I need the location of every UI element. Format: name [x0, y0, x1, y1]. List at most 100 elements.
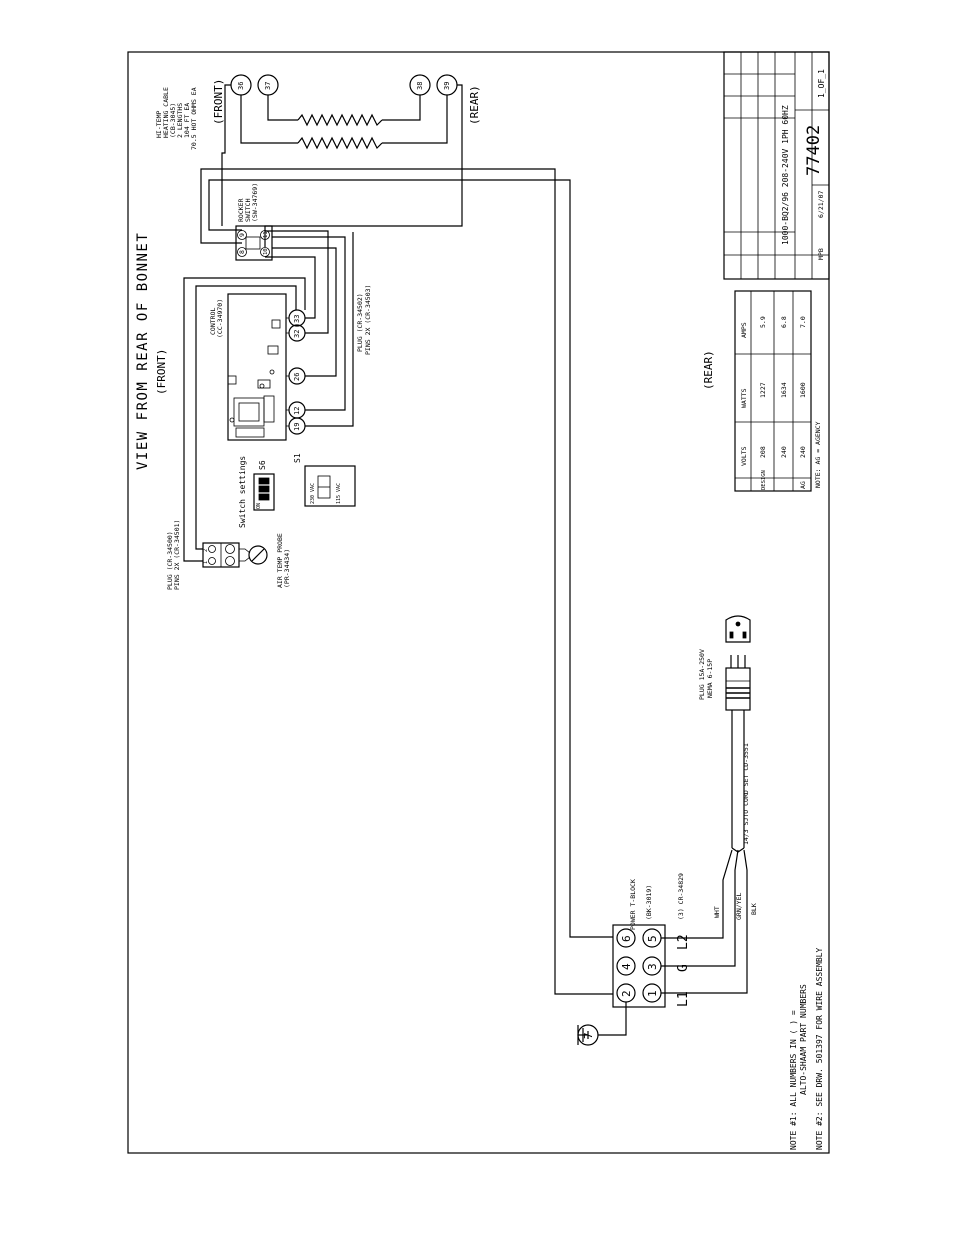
switch-s1-115: 115 VAC	[336, 483, 342, 504]
diagram-title: VIEW FROM REAR OF BONNET	[135, 232, 151, 470]
heating-element-1	[297, 113, 383, 127]
power-block-jumper: (3) CR-34829	[677, 873, 685, 920]
heating-cable: HI-TEMP HEATING CABLE (CB-3045) 2 LENGTH…	[155, 74, 481, 150]
switch-terminal-9-label: 9	[238, 233, 246, 237]
heating-cable-rear-label: (REAR)	[468, 85, 481, 125]
probe-line-2: (PR-34434)	[283, 549, 291, 588]
plug-probe-line-1: PLUG (CR-34500)	[166, 531, 174, 590]
switch-s6-on: ON	[256, 503, 262, 509]
specs-row-2-amps: 6.8	[780, 316, 788, 328]
rear-label: (REAR)	[702, 350, 715, 390]
drawing-border	[127, 51, 830, 1154]
specs-row-1-amps: 5.9	[759, 316, 767, 328]
rocker-switch-line-2: SWITCH	[244, 198, 252, 222]
probe-plug-pin-1: 1	[203, 561, 209, 564]
specs-row-3-volts: 240	[799, 446, 807, 458]
specs-row-3-watts: 1600	[799, 382, 807, 398]
block-terminal-5-label: 5	[646, 935, 659, 942]
block-terminal-4-label: 4	[620, 963, 633, 970]
specs-table: VOLTS WATTS AMPS DESIGN 208 1227 5.9 240…	[734, 290, 822, 492]
specs-row-2-volts: 240	[780, 446, 788, 458]
note-2: NOTE #2: SEE DRW. 501397 FOR WIRE ASSEMB…	[815, 948, 824, 1150]
note-1-line-1: NOTE #1: ALL NUMBERS IN ( ) =	[789, 1010, 798, 1150]
switch-terminal-11-label: 11	[263, 231, 269, 238]
ground-symbol: 7	[577, 1002, 627, 1046]
specs-row-1-watts: 1227	[759, 382, 767, 398]
line-label-l1: L1	[676, 991, 691, 1007]
rocker-switch-line-1: ROCKER	[237, 198, 245, 222]
cord-set: WHT GRN/YEL BLK 14/3 SJTO CORD SET CD-35…	[661, 615, 758, 994]
probe-assembly: PLUG (CR-34500) PINS 2X (CR-34501) 2 1 A…	[166, 520, 291, 590]
specs-note: NOTE: AG = AGENCY	[814, 421, 822, 488]
control-line-1: CONTROL	[209, 308, 217, 335]
control-terminal-12-label: 12	[293, 407, 301, 415]
title-drawn-by: MPB	[817, 248, 825, 260]
probe-plug-pin-2: 2	[203, 549, 209, 552]
plug-probe-line-2: PINS 2X (CR-34501)	[173, 520, 181, 590]
switch-s6-label: S6	[258, 460, 267, 470]
switch-terminal-10-label: 10	[263, 248, 269, 255]
specs-header-amps: AMPS	[740, 322, 748, 338]
note-1-line-2: ALTO-SHAAM PART NUMBERS	[799, 984, 808, 1095]
switch-s1	[304, 465, 356, 507]
specs-row-3-tag: AG	[799, 481, 807, 489]
heating-cable-line-6: 70.5 HOT OHMS EA	[190, 87, 198, 150]
control-terminal-32-label: 32	[293, 330, 301, 338]
block-terminal-1-label: 1	[646, 990, 659, 997]
power-block-line-1: POWER T-BLOCK	[629, 879, 637, 930]
control-terminal-26-label: 26	[293, 373, 301, 381]
heating-cable-line-5: 104 FT EA	[183, 103, 191, 138]
specs-header-volts: VOLTS	[740, 446, 748, 466]
heating-cable-line-3: (CB-3045)	[169, 103, 177, 138]
heating-element-2	[297, 136, 383, 150]
wire-label-white: WHT	[713, 906, 721, 918]
probe-line-1: AIR TEMP PROBE	[276, 533, 284, 588]
specs-row-3-amps: 7.0	[799, 316, 807, 328]
line-label-g: G	[676, 964, 691, 972]
title-drawing-number: 77402	[804, 125, 824, 176]
specs-header-watts: WATTS	[740, 388, 748, 408]
wire-label-green: GRN/YEL	[735, 893, 743, 920]
cable-terminal-39-label: 39	[443, 82, 451, 90]
control-line-2: (CC-34970)	[216, 299, 224, 338]
control-terminal-33-label: 33	[293, 315, 301, 323]
wiring	[183, 84, 613, 995]
cable-terminal-36-label: 36	[237, 82, 245, 90]
heating-cable-front-label: (FRONT)	[212, 79, 225, 125]
rocker-switch-line-3: (SW-34769)	[251, 183, 259, 222]
title-description: 1000-BQ2/96 208-240V 1PH 60HZ	[781, 105, 790, 245]
block-terminal-6	[616, 928, 636, 948]
block-terminal-2-label: 2	[620, 990, 633, 997]
heating-cable-line-2: HEATING CABLE	[162, 87, 170, 138]
heating-cable-line-1: HI-TEMP	[155, 111, 163, 138]
plug-control-line-2: PINS 2X (CR-34503)	[364, 285, 372, 355]
power-block-line-2: (BK-3019)	[645, 885, 653, 920]
cable-terminal-37-label: 37	[264, 82, 272, 90]
specs-row-1-volts: 208	[759, 446, 767, 458]
block-terminal-4	[616, 956, 636, 976]
air-temp-probe	[248, 545, 268, 565]
switch-terminal-8	[237, 247, 247, 257]
main-plug-line-2: NEMA 6-15P	[706, 659, 714, 698]
power-block: POWER T-BLOCK (BK-3019) (3) CR-34829 6 5…	[612, 873, 691, 1008]
switch-settings-title: Switch settings	[238, 456, 247, 528]
specs-row-2-watts: 1634	[780, 382, 788, 398]
wire-label-black: BLK	[750, 903, 758, 915]
plug-face-icon	[725, 615, 751, 643]
switch-s1-label: S1	[293, 453, 302, 463]
title-block: 1000-BQ2/96 208-240V 1PH 60HZ 77402 1_OF…	[723, 51, 830, 280]
cable-terminal-38-label: 38	[416, 82, 424, 90]
line-label-l2: L2	[676, 934, 691, 950]
title-sheet: 1_OF_1	[817, 69, 826, 98]
switch-s1-230: 230 VAC	[310, 483, 316, 504]
block-terminal-3-label: 3	[646, 963, 659, 970]
plug-control-line-1: PLUG (CR-34502)	[356, 293, 364, 352]
main-plug	[725, 667, 751, 711]
title-date: 6/21/07	[817, 191, 825, 218]
switch-s6	[253, 473, 275, 511]
control-terminal-19-label: 19	[293, 423, 301, 431]
rocker-switch: ROCKER SWITCH (SW-34769) 9 11 8 10	[235, 183, 273, 261]
specs-row-1-tag: DESIGN	[761, 470, 767, 490]
main-plug-line-1: PLUG 15A-250V	[698, 649, 706, 700]
